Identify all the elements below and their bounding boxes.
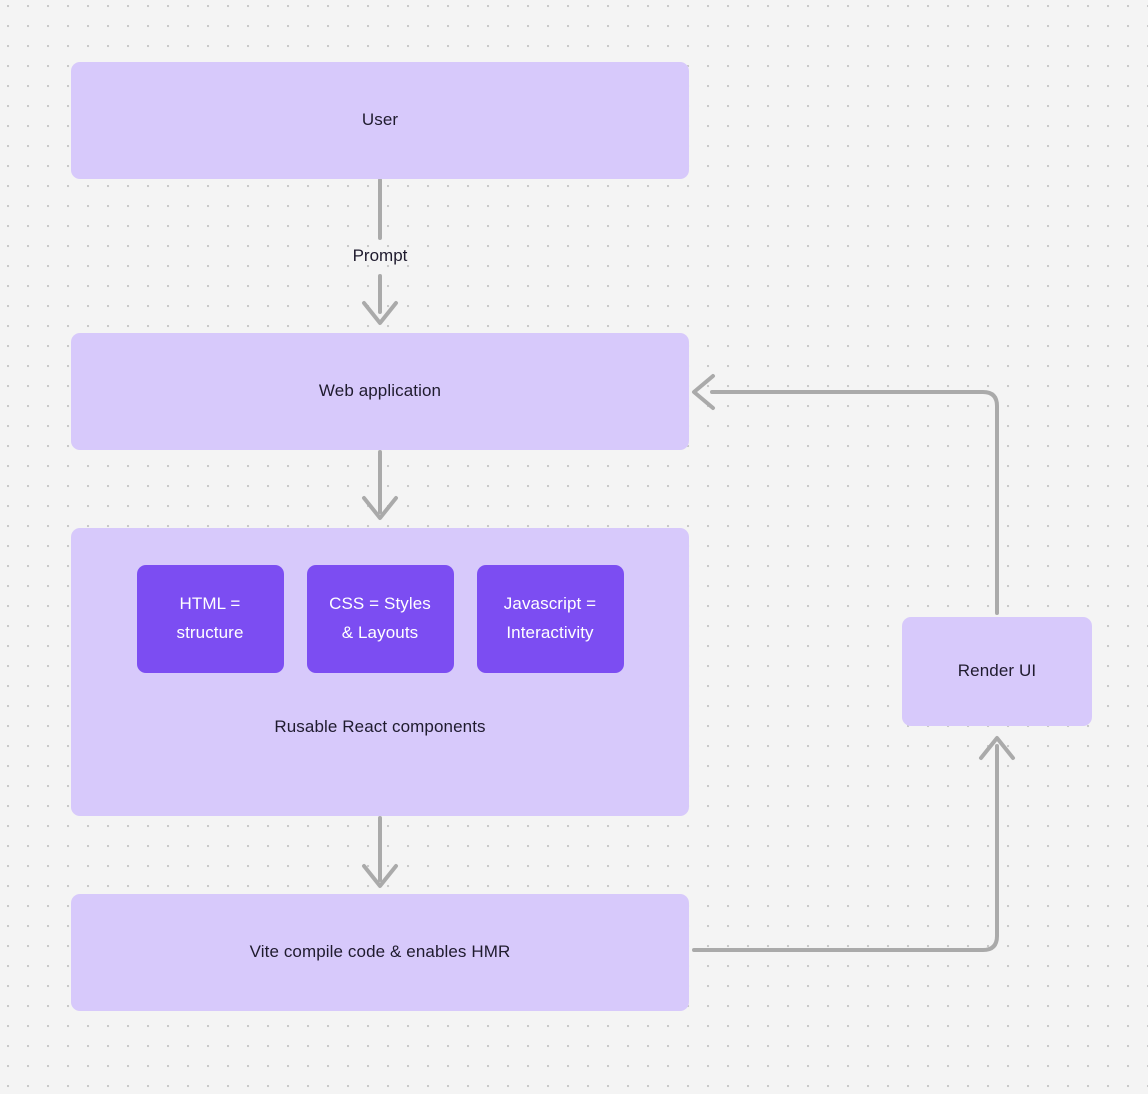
arrowhead-down-icon [362,301,398,325]
inner-node-row: HTML = structure CSS = Styles & Layouts … [71,565,689,673]
edge-vite-to-render [692,736,1015,952]
node-reusable-react-components[interactable]: HTML = structure CSS = Styles & Layouts … [71,528,689,816]
arrowhead-down-icon [362,864,398,888]
edge-label-prompt: Prompt [352,246,408,265]
node-render-ui[interactable]: Render UI [902,617,1092,726]
node-components-caption: Rusable React components [274,717,486,736]
node-web-application[interactable]: Web application [71,333,689,450]
arrowhead-down-icon [362,496,398,520]
node-user[interactable]: User [71,62,689,179]
edge-render-to-webapp [692,374,999,615]
inner-node-javascript[interactable]: Javascript = Interactivity [476,565,624,673]
arrowhead-up-icon [979,736,1015,760]
arrowhead-left-icon [692,374,715,410]
edge-components-to-vite [362,816,398,888]
inner-node-css[interactable]: CSS = Styles & Layouts [306,565,454,673]
edge-webapp-to-components [362,450,398,520]
node-vite-compile[interactable]: Vite compile code & enables HMR [71,894,689,1011]
inner-node-html[interactable]: HTML = structure [136,565,284,673]
